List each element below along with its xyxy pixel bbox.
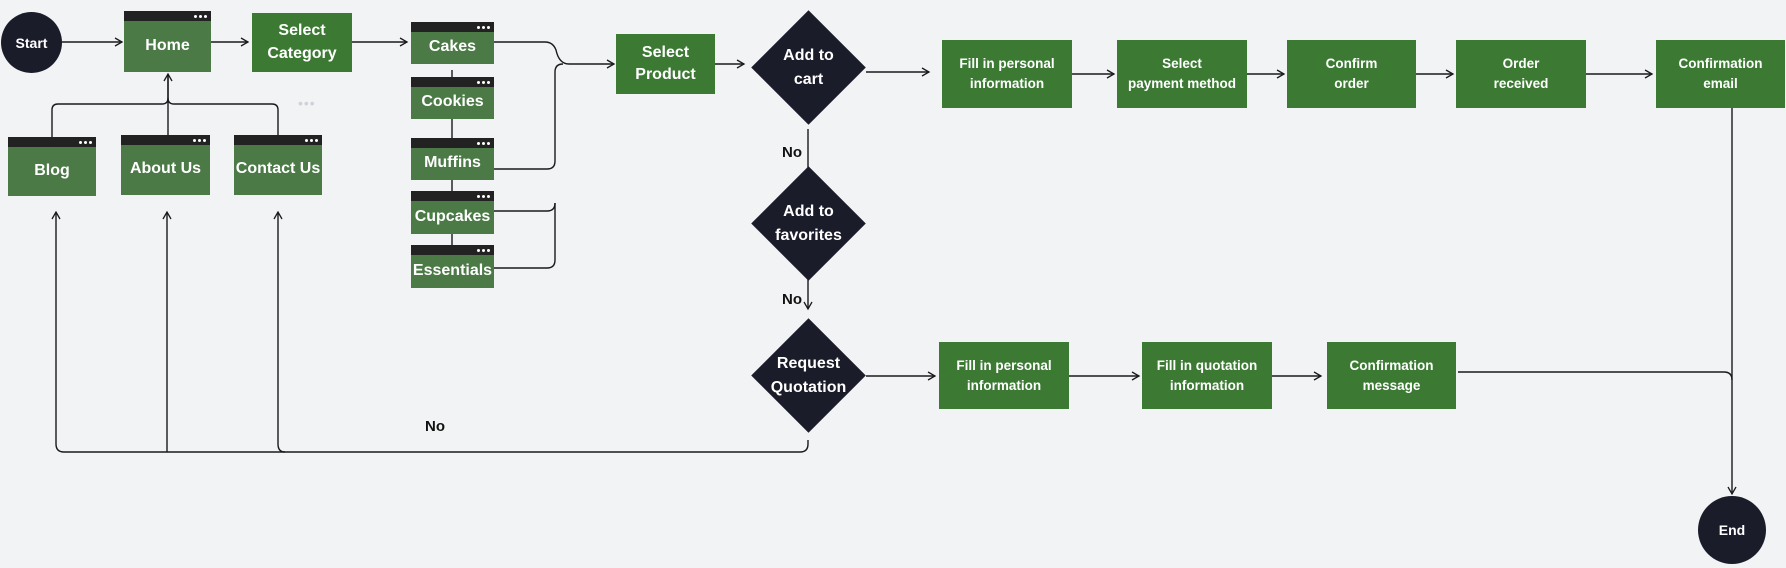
edge-cupcakes-product (494, 202, 556, 212)
contact-label: Contact Us (235, 160, 321, 177)
muffins-label: Muffins (424, 154, 481, 171)
order-received-step: Order received (1456, 40, 1586, 108)
add-to-favorites-label: Add to favorites (775, 203, 842, 244)
essentials-page[interactable]: Essentials (411, 245, 494, 288)
select-product-label: Select Product (635, 43, 696, 83)
end-label: End (1718, 522, 1746, 538)
blog-page[interactable]: Blog (8, 137, 96, 196)
cart-no-label: No (782, 144, 802, 161)
home-label: Home (145, 36, 190, 54)
request-quotation-decision: Request Quotation (751, 318, 866, 433)
window-dots-icon (477, 139, 490, 147)
about-label: About Us (129, 160, 202, 177)
select-payment-method-step: Select payment method (1117, 40, 1247, 108)
window-dots-icon (305, 136, 318, 144)
cupcakes-page[interactable]: Cupcakes (411, 191, 494, 234)
select-product-step: Select Product (616, 34, 715, 94)
edge-muffins-product (494, 63, 564, 170)
favorites-no-label: No (782, 291, 802, 308)
essentials-label: Essentials (412, 261, 493, 279)
cupcakes-label: Cupcakes (414, 207, 491, 225)
window-dots-icon (477, 246, 490, 254)
blog-label: Blog (34, 161, 70, 179)
confirmation-message-step: Confirmation message (1327, 342, 1456, 409)
about-us-page[interactable]: About Us (121, 135, 210, 195)
window-dots-icon (477, 78, 490, 86)
edge-blog-home (51, 72, 173, 137)
request-quotation-label: Request Quotation (770, 355, 847, 396)
window-dots-icon (193, 136, 206, 144)
cookies-page[interactable]: Cookies (411, 77, 494, 119)
confirmation-email-step: Confirmation email (1656, 40, 1785, 108)
add-to-favorites-decision: Add to favorites (751, 166, 866, 281)
fill-quotation-info-step: Fill in quotation information (1142, 342, 1272, 409)
confirmation-email-label: Confirmation email (1678, 56, 1763, 91)
home-page[interactable]: Home (124, 11, 211, 72)
window-dots-icon (477, 192, 490, 200)
select-category-label: Select Category (267, 22, 337, 62)
contact-us-page[interactable]: Contact Us (234, 135, 322, 195)
add-to-cart-decision: Add to cart (751, 10, 866, 125)
order-received-label: Order received (1493, 56, 1549, 91)
quotation-no-label: No (425, 418, 445, 435)
start-node: Start (1, 12, 62, 73)
edge-contact-home (167, 97, 279, 135)
window-dots-icon (477, 23, 490, 31)
select-payment-label: Select payment method (1127, 56, 1236, 91)
confirmation-message-label: Confirmation message (1349, 357, 1434, 393)
window-dots-icon (79, 138, 92, 146)
muffins-page[interactable]: Muffins (411, 138, 494, 180)
start-label: Start (15, 34, 48, 51)
edge-quotation-no (51, 210, 809, 453)
confirm-order-step: Confirm order (1287, 40, 1416, 108)
add-to-cart-label: Add to cart (783, 47, 834, 88)
edge-message-end (1458, 371, 1733, 381)
edge-cakes-product (494, 41, 616, 69)
select-category-step: Select Category (252, 13, 352, 72)
cookies-label: Cookies (421, 93, 484, 110)
end-node: End (1698, 496, 1766, 564)
edge-no-contact (273, 210, 286, 453)
confirm-order-label: Confirm order (1325, 56, 1378, 91)
fill-personal-info-quotation-step: Fill in personal information (939, 342, 1069, 409)
fill-quotation-label: Fill in quotation information (1156, 357, 1258, 393)
fill-personal-info-cart-step: Fill in personal information (942, 40, 1072, 108)
faint-dots-icon: ••• (298, 95, 316, 111)
fill-personal-bottom-label: Fill in personal information (956, 357, 1052, 393)
fill-personal-top-label: Fill in personal information (959, 56, 1055, 91)
cakes-label: Cakes (428, 38, 477, 55)
cakes-page[interactable]: Cakes (411, 22, 494, 64)
edge-essentials-product (494, 203, 556, 269)
window-dots-icon (194, 12, 207, 20)
